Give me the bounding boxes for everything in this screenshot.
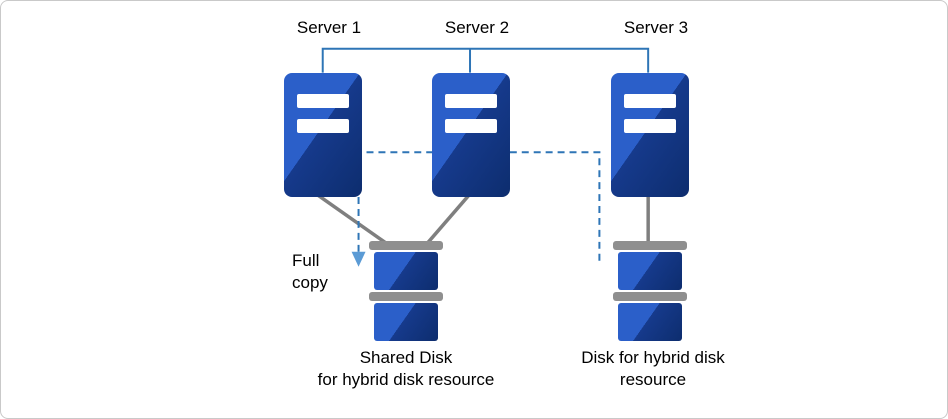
server2-shared-disk-link xyxy=(422,193,471,248)
server-interconnect-line xyxy=(321,47,650,73)
server-3-label: Server 3 xyxy=(623,18,689,37)
server-1-icon xyxy=(284,73,362,197)
disk-platter xyxy=(374,252,438,290)
server-drive-bay xyxy=(624,94,676,108)
server-1-label: Server 1 xyxy=(296,18,362,37)
server-drive-bay xyxy=(297,94,349,108)
hybrid-disk-caption-line2: resource xyxy=(619,370,687,389)
shared-disk-caption-line1: Shared Disk xyxy=(359,348,453,367)
shared-disk-caption-line2: for hybrid disk resource xyxy=(317,370,495,389)
shared-disk-icon xyxy=(369,241,443,341)
disk-platter xyxy=(618,252,682,290)
disk-platter xyxy=(618,303,682,341)
disk-band xyxy=(613,292,687,301)
disk-band xyxy=(369,292,443,301)
server-drive-bay xyxy=(624,119,676,133)
disk-platter xyxy=(374,303,438,341)
shared-disk-caption: Shared Disk for hybrid disk resource xyxy=(256,347,556,391)
disk-cap xyxy=(613,241,687,250)
server1-shared-disk-link xyxy=(316,193,393,249)
full-copy-label: Full copy xyxy=(292,251,328,292)
hybrid-disk-caption: Disk for hybrid disk resource xyxy=(503,347,803,391)
server-drive-bay xyxy=(445,94,497,108)
server-drive-bay xyxy=(297,119,349,133)
disk-cap xyxy=(369,241,443,250)
hybrid-disk-caption-line1: Disk for hybrid disk xyxy=(581,348,725,367)
server-drive-bay xyxy=(445,119,497,133)
hybrid-disk-icon xyxy=(613,241,687,341)
server-3-icon xyxy=(611,73,689,197)
arrow-down-icon xyxy=(351,251,366,267)
server-2-icon xyxy=(432,73,510,197)
server-2-label: Server 2 xyxy=(444,18,510,37)
